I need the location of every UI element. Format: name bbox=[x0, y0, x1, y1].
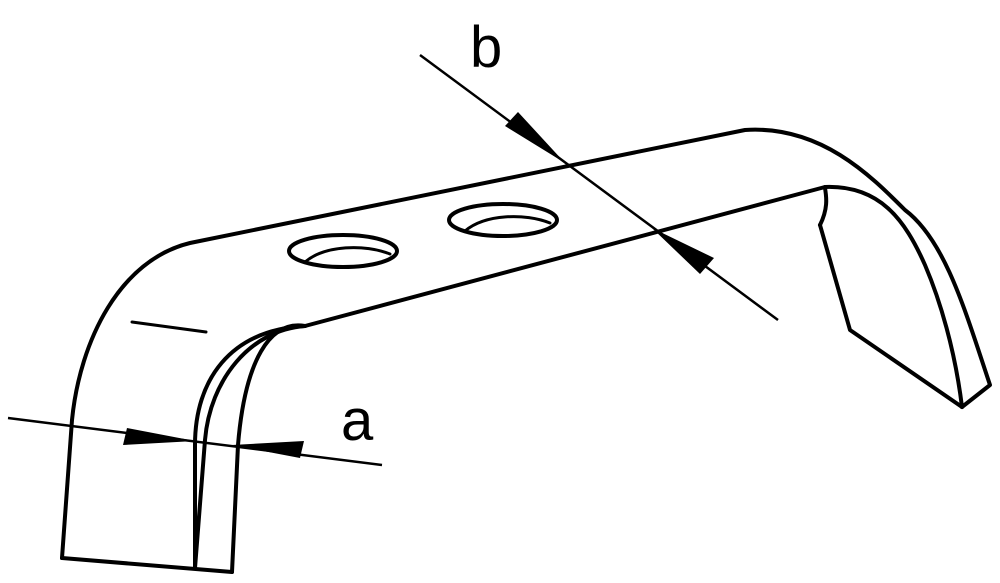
bracket-inner-edge bbox=[193, 184, 964, 570]
dimension-a-arrow-left bbox=[123, 428, 195, 445]
hole-right bbox=[447, 202, 559, 238]
dimension-b-line bbox=[419, 53, 779, 322]
dimension-b-arrow-top bbox=[505, 112, 565, 163]
bracket-left-foot bbox=[60, 556, 234, 574]
bracket-right-leg-edge bbox=[818, 185, 829, 227]
bracket-right-leg-face bbox=[818, 223, 964, 409]
hole-left bbox=[287, 233, 399, 269]
surface-mark bbox=[130, 320, 208, 334]
dimension-a-arrow-right bbox=[232, 441, 304, 458]
dimension-b-label: b bbox=[470, 15, 502, 80]
dimension-a-label: a bbox=[341, 388, 374, 453]
dimension-a: a bbox=[7, 388, 383, 467]
dimension-b-arrow-bottom bbox=[652, 228, 714, 274]
bracket-left-leg-inner bbox=[193, 324, 307, 570]
dimension-b: b bbox=[419, 15, 779, 322]
bracket-part bbox=[60, 127, 992, 574]
dimension-a-line bbox=[7, 416, 383, 467]
bracket-outer-edge bbox=[60, 127, 992, 560]
